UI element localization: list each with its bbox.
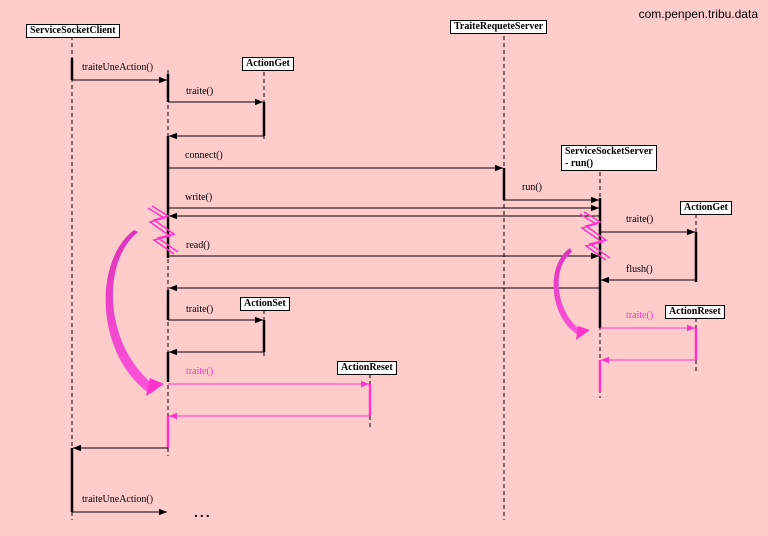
- participant-service-socket-server: ServiceSocketServer - run(): [561, 145, 657, 171]
- participant-traite-requete-server: TraiteRequeteServer: [450, 20, 548, 34]
- label-connect: connect(): [185, 150, 223, 161]
- ellipsis: ...: [194, 504, 212, 520]
- socket-server-run: - run(): [565, 158, 594, 169]
- zigzag-server: [579, 211, 611, 261]
- label-traite-get: traite(): [186, 86, 214, 97]
- participant-action-reset-client: ActionReset: [337, 361, 397, 375]
- socket-server-name: ServiceSocketServer: [565, 146, 653, 157]
- label-run: run(): [522, 182, 542, 193]
- label-flush: flush(): [626, 264, 653, 275]
- label-traite-set: traite(): [186, 304, 214, 315]
- swirl-arrow-client: [105, 230, 164, 396]
- label-traite-une-action-1: traiteUneAction(): [82, 62, 154, 73]
- label-read: read(): [186, 240, 210, 251]
- package-label: com.penpen.tribu.data: [638, 7, 758, 21]
- label-traite-get-server: traite(): [626, 214, 654, 225]
- participant-action-reset-server: ActionReset: [665, 305, 725, 319]
- zigzag-client: [147, 205, 179, 255]
- swirl-arrow-server: [553, 248, 590, 340]
- label-traite-reset-server: traite(): [626, 310, 654, 321]
- participant-service-socket-client: ServiceSocketClient: [26, 24, 120, 38]
- participant-action-get-server: ActionGet: [680, 201, 732, 215]
- participant-action-get-client: ActionGet: [242, 57, 294, 71]
- label-traite-reset-client: traite(): [186, 366, 214, 377]
- label-write: write(): [185, 192, 213, 203]
- label-traite-une-action-2: traiteUneAction(): [82, 494, 154, 505]
- participant-action-set: ActionSet: [240, 297, 290, 311]
